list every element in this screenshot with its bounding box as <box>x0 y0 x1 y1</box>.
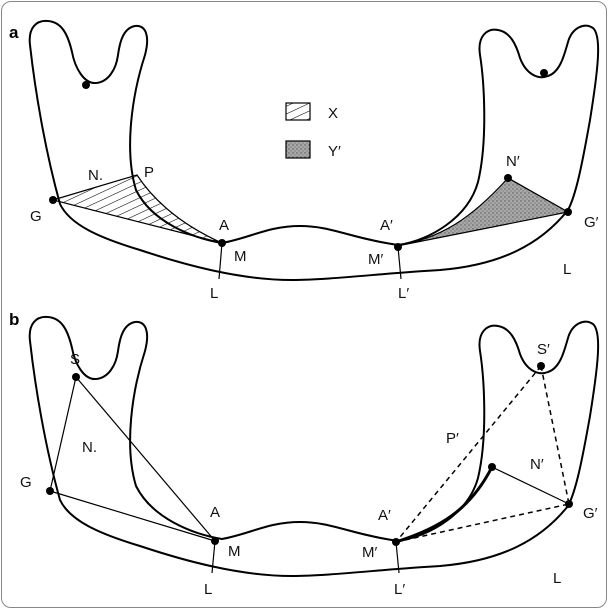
point-a-m-prime <box>394 243 402 251</box>
label-b-n-prime: N′ <box>530 456 544 473</box>
point-b-g <box>46 487 54 495</box>
point-b-m-prime <box>392 538 400 546</box>
point-a-n-prime <box>504 174 512 182</box>
line-b-s-prime-g-prime <box>541 366 569 504</box>
label-b-l-prime: L′ <box>394 581 405 598</box>
point-b-s-prime <box>537 362 545 370</box>
label-b-l: L <box>204 581 212 598</box>
point-a-g <box>49 196 57 204</box>
region-x-hatched <box>53 175 222 243</box>
label-b-p-prime: P′ <box>446 430 459 447</box>
line-b-m-prime-g-prime <box>396 504 569 542</box>
point-b-m <box>211 537 219 545</box>
label-b-m: M <box>228 543 241 560</box>
label-b-l-right: L <box>553 570 561 587</box>
line-b-ml <box>212 541 215 573</box>
line-b-g-m <box>50 491 215 541</box>
point-a-left-notch <box>82 81 90 89</box>
label-a-m-prime: M′ <box>368 251 383 268</box>
label-b-n: N. <box>82 439 97 456</box>
label-b-s-prime: S′ <box>537 341 550 358</box>
line-a-ml-prime <box>398 247 401 279</box>
label-a-m: M <box>234 248 247 265</box>
legend-x-swatch <box>286 103 310 120</box>
label-b-a: A <box>210 504 220 521</box>
line-b-s-g <box>50 377 76 491</box>
panel-b: b S N. G A M L S′ P′ N′ G′ A′ M′ L′ L <box>9 310 598 598</box>
point-a-right-notch <box>540 69 548 77</box>
label-a-g-prime: G′ <box>584 214 599 231</box>
label-a-a-prime: A′ <box>380 217 393 234</box>
label-a-p: P <box>144 164 154 181</box>
mandible-outline-b <box>30 317 598 576</box>
point-b-s <box>72 373 80 381</box>
mandible-outline-a <box>30 21 598 280</box>
label-a-n-prime: N′ <box>506 153 520 170</box>
legend-y-label: Y′ <box>328 143 341 160</box>
label-a-l: L <box>210 285 218 302</box>
label-a-n: N. <box>88 167 103 184</box>
label-a-l-prime: L′ <box>398 285 409 302</box>
point-a-g-prime <box>564 208 572 216</box>
label-b-g: G <box>20 474 32 491</box>
label-b-a-prime: A′ <box>378 507 391 524</box>
line-b-s-m <box>76 377 215 541</box>
legend-y-swatch <box>286 141 310 158</box>
label-b-m-prime: M′ <box>362 544 377 561</box>
panel-a-label: a <box>9 23 19 42</box>
label-b-s: S <box>70 351 80 368</box>
label-a-g: G <box>30 208 42 225</box>
point-a-m <box>218 239 226 247</box>
point-b-g-prime <box>565 500 573 508</box>
panel-b-label: b <box>9 310 19 329</box>
line-a-ml <box>219 243 222 279</box>
point-b-n-prime <box>488 463 496 471</box>
label-b-g-prime: G′ <box>583 505 598 522</box>
label-a-l-right: L <box>563 261 571 278</box>
label-a-a: A <box>219 217 229 234</box>
legend-x-label: X <box>328 105 338 122</box>
panel-a: a X Y′ G N. P A M L A′ M′ L′ N′ G′ L <box>9 21 599 302</box>
